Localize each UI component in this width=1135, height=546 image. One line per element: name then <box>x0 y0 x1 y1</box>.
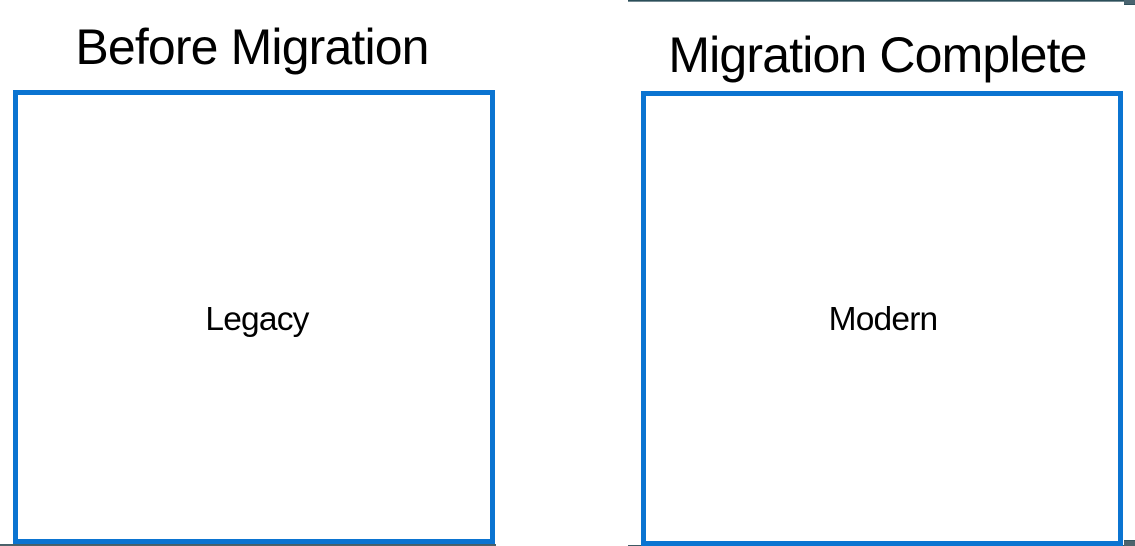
legacy-box-label: Legacy <box>205 300 309 338</box>
window-top-edge <box>628 0 1135 2</box>
before-migration-title: Before Migration <box>75 18 429 75</box>
modern-box-label: Modern <box>828 300 939 338</box>
modern-box <box>640 91 1123 546</box>
migration-complete-title: Migration Complete <box>668 26 1087 83</box>
window-corner-bottom-right <box>1124 540 1135 546</box>
window-corner-top-right <box>1124 0 1135 6</box>
legacy-box <box>12 89 495 544</box>
window-bottom-edge-left <box>0 543 496 546</box>
